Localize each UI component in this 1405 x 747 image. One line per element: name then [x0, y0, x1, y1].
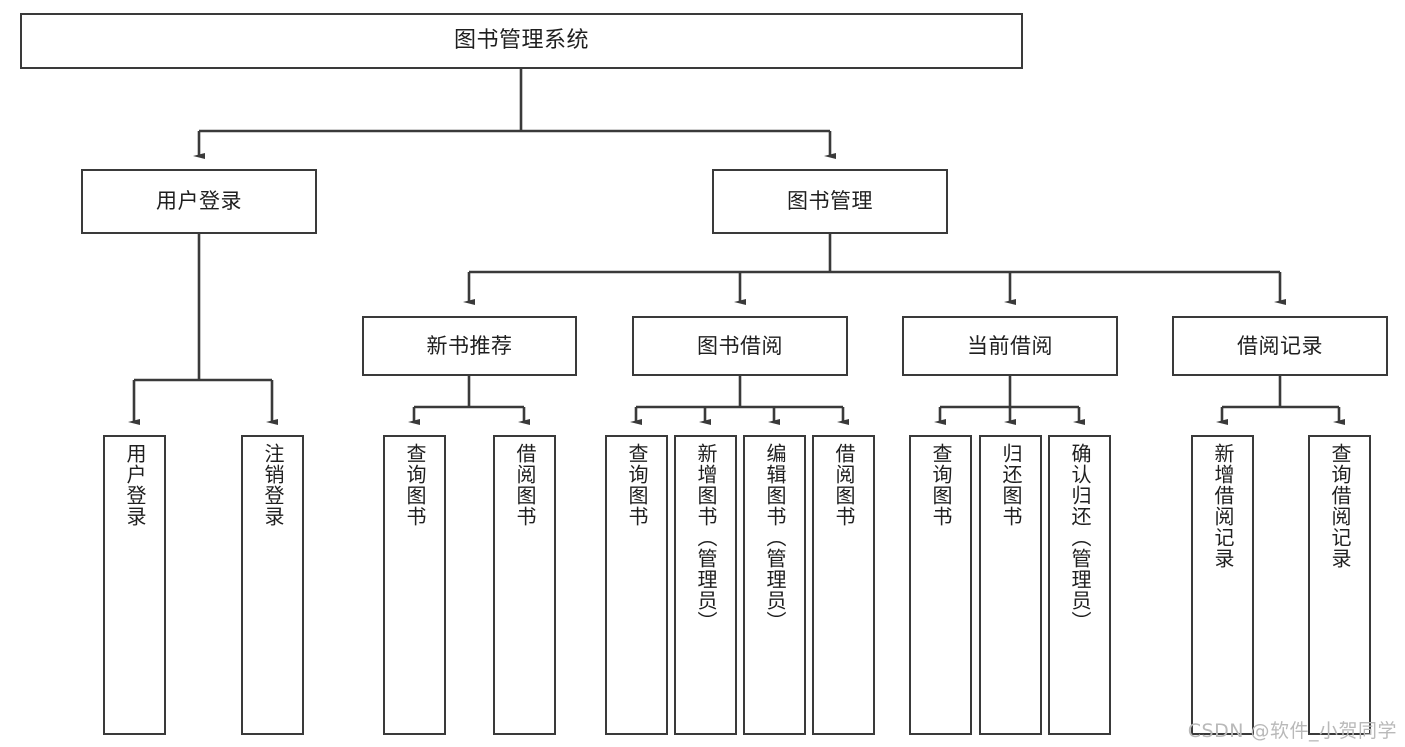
watermark: CSDN @软件_小贺同学 — [1187, 720, 1397, 742]
leaf-query-book-current[interactable]: 查询图书 — [909, 435, 972, 735]
leaf-query-borrow-record[interactable]: 查询借阅记录 — [1308, 435, 1371, 735]
node-label: 借阅记录 — [1237, 333, 1323, 358]
leaf-add-book-admin[interactable]: 新增图书（管理员） — [674, 435, 737, 735]
node-label: 借阅图书 — [513, 443, 537, 527]
node-user-login[interactable]: 用户登录 — [81, 169, 317, 234]
node-label: 图书管理系统 — [453, 28, 589, 54]
node-label: 归还图书 — [999, 443, 1023, 527]
node-label: 新增借阅记录 — [1211, 443, 1235, 569]
node-label: 图书管理 — [787, 189, 873, 214]
node-label: 编辑图书（管理员） — [763, 443, 787, 632]
node-borrow-record[interactable]: 借阅记录 — [1172, 316, 1388, 376]
node-label: 新书推荐 — [426, 333, 513, 358]
leaf-user-login[interactable]: 用户登录 — [103, 435, 166, 735]
leaf-return-book[interactable]: 归还图书 — [979, 435, 1042, 735]
node-label: 借阅图书 — [832, 443, 856, 527]
leaf-edit-book-admin[interactable]: 编辑图书（管理员） — [743, 435, 806, 735]
leaf-borrow-book[interactable]: 借阅图书 — [812, 435, 875, 735]
node-label: 注销登录 — [261, 443, 285, 527]
leaf-borrow-book-recommend[interactable]: 借阅图书 — [493, 435, 556, 735]
leaf-query-book-borrow[interactable]: 查询图书 — [605, 435, 668, 735]
node-label: 查询借阅记录 — [1328, 443, 1352, 569]
node-new-book-recommend[interactable]: 新书推荐 — [362, 316, 577, 376]
leaf-query-book-recommend[interactable]: 查询图书 — [383, 435, 446, 735]
node-label: 确认归还（管理员） — [1068, 443, 1092, 632]
node-label: 当前借阅 — [967, 333, 1053, 358]
node-label: 查询图书 — [625, 443, 649, 527]
node-book-management-system[interactable]: 图书管理系统 — [20, 13, 1023, 69]
leaf-logout-login[interactable]: 注销登录 — [241, 435, 304, 735]
leaf-confirm-return-admin[interactable]: 确认归还（管理员） — [1048, 435, 1111, 735]
node-label: 新增图书（管理员） — [694, 443, 718, 632]
node-current-borrow[interactable]: 当前借阅 — [902, 316, 1118, 376]
node-label: 查询图书 — [403, 443, 427, 527]
leaf-add-borrow-record[interactable]: 新增借阅记录 — [1191, 435, 1254, 735]
node-label: 用户登录 — [123, 443, 147, 527]
node-label: 用户登录 — [156, 189, 242, 214]
node-label: 查询图书 — [929, 443, 953, 527]
node-book-management[interactable]: 图书管理 — [712, 169, 948, 234]
node-label: 图书借阅 — [697, 333, 783, 358]
node-book-borrow[interactable]: 图书借阅 — [632, 316, 848, 376]
